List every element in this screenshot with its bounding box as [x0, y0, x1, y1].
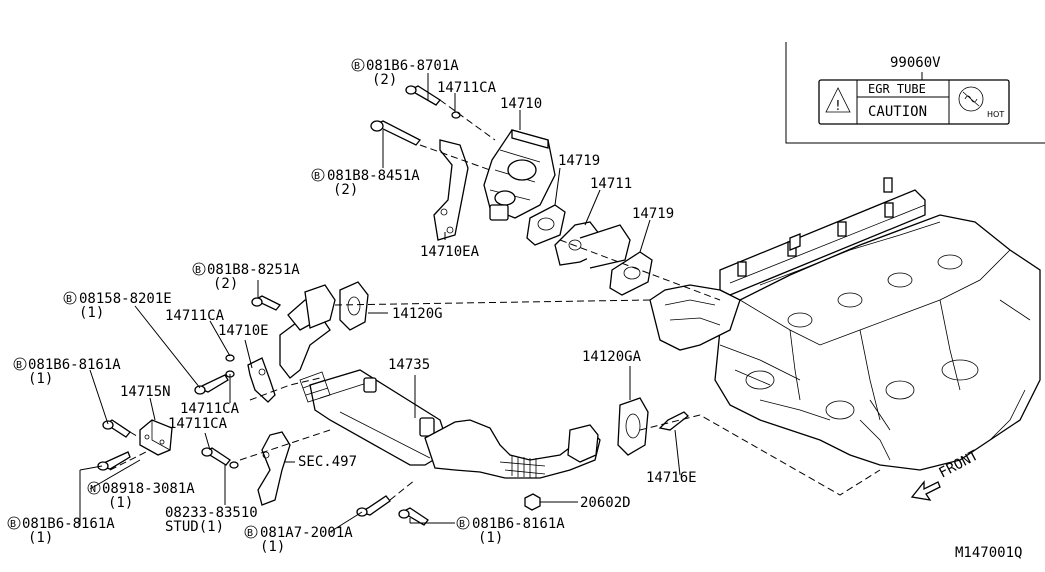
svg-text:B: B: [66, 294, 72, 305]
callout-qty: (1): [28, 530, 53, 546]
callout-081b6-8161a: 081B6-8161A: [28, 357, 121, 373]
callout-14719: 14719: [632, 206, 674, 222]
caution-part-number: 99060V: [890, 55, 941, 71]
diagram-id: M147001Q: [955, 545, 1022, 561]
lower-fasteners: [97, 295, 689, 526]
block-14715n-drawing: [139, 419, 173, 456]
caution-label-box: 99060V ! EGR TUBE CAUTION HOT: [785, 42, 1045, 144]
svg-text:B: B: [314, 171, 320, 182]
callout-14711ca: 14711CA: [180, 401, 240, 417]
callout-14715n: 14715N: [120, 384, 171, 400]
callout-qty: (1): [79, 305, 104, 321]
callout-20602d: 20602D: [580, 495, 631, 511]
callout-qty: (2): [333, 182, 358, 198]
egr-pipe-upper: [279, 284, 336, 379]
gasket-14719-upper: [526, 204, 566, 246]
assembly-dash-lines: [109, 99, 881, 501]
warning-triangle-icon: [825, 87, 851, 113]
callout-081b8-8451a: 081B8-8451A: [327, 168, 420, 184]
callout-sec-497: SEC.497: [298, 454, 357, 470]
hot-text: HOT: [987, 110, 1004, 119]
callout-14719: 14719: [558, 153, 600, 169]
intake-manifold-drawing: [649, 284, 741, 351]
callout-08158-8201e: 08158-8201E: [79, 291, 172, 307]
callout-14710e: 14710E: [218, 323, 269, 339]
svg-text:B: B: [16, 360, 22, 371]
svg-text:B: B: [459, 519, 465, 530]
callout-081b6-8161a: 081B6-8161A: [472, 516, 565, 532]
hot-surface-icon: [958, 86, 984, 112]
callout-14711ca: 14711CA: [168, 416, 228, 432]
callout-14711ca: 14711CA: [165, 308, 225, 324]
svg-text:B: B: [247, 528, 253, 539]
callout-qty: (1): [108, 495, 133, 511]
leader-lines: [79, 73, 681, 533]
callout-qty: (1): [478, 530, 503, 546]
sec497-bracket-drawing: [257, 431, 291, 506]
callout-14120ga: 14120GA: [582, 349, 642, 365]
svg-text:B: B: [354, 61, 360, 72]
callout-qty: (1): [260, 539, 285, 555]
egr-pipe-lower: [424, 419, 601, 479]
callout-08918-3081a: 08918-3081A: [102, 481, 195, 497]
bracket-14710ea-drawing: [433, 139, 469, 241]
caution-text: CAUTION: [868, 104, 927, 120]
egr-cooler-drawing: [299, 369, 451, 466]
callout-14710: 14710: [500, 96, 542, 112]
svg-text:N: N: [90, 484, 96, 495]
callout-14735: 14735: [388, 357, 430, 373]
callout-14711: 14711: [590, 176, 632, 192]
egr-tube-14711-drawing: [554, 221, 631, 269]
svg-text:!: !: [834, 99, 842, 114]
callout-14711ca: 14711CA: [437, 80, 497, 96]
svg-text:B: B: [10, 519, 16, 530]
egr-valve-drawing: [483, 129, 556, 221]
callout-qty: (2): [372, 72, 397, 88]
egr-tube-text: EGR TUBE: [868, 82, 926, 96]
bracket-14710e-drawing: [247, 357, 276, 403]
callout-qty: (2): [213, 276, 238, 292]
callout-14710ea: 14710EA: [420, 244, 480, 260]
callout-081b6-8701a: 081B6-8701A: [366, 58, 459, 74]
callout-081b6-8161a: 081B6-8161A: [22, 516, 115, 532]
callout-081b8-8251a: 081B8-8251A: [207, 262, 300, 278]
gasket-14120g: [339, 281, 369, 331]
callout-stud-qty: STUD(1): [165, 519, 224, 535]
callout-labels: B 081B6-8701A (2) 14711CA 14710 B 081B8-…: [7, 58, 697, 555]
callout-qty: (1): [28, 371, 53, 387]
cylinder-head-drawing: [714, 214, 1041, 471]
callout-14716e: 14716E: [646, 470, 697, 486]
callout-081a7-2001a: 081A7-2001A: [260, 525, 353, 541]
gasket-14120ga: [617, 397, 649, 456]
svg-text:B: B: [195, 265, 201, 276]
callout-08233-83510: 08233-83510: [165, 505, 258, 521]
callout-14120g: 14120G: [392, 306, 443, 322]
